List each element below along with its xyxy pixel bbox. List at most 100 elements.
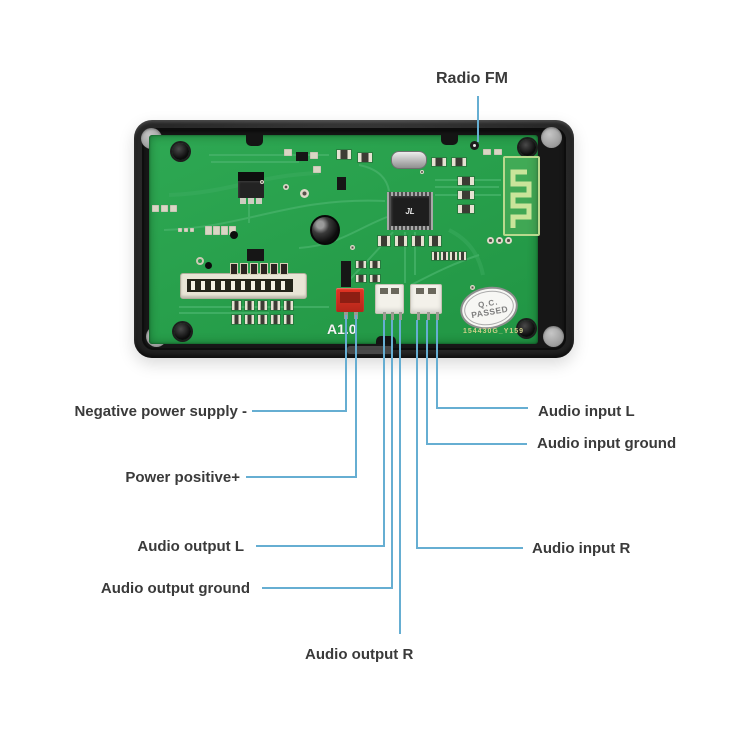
smd-component [300, 189, 309, 198]
smd-component [470, 285, 475, 290]
smd-component [337, 150, 351, 159]
smd-component [170, 205, 177, 212]
smd-component [296, 152, 308, 161]
smd-component [395, 236, 407, 246]
smd-component [487, 237, 494, 244]
pcb-screw [519, 139, 536, 156]
smd-component [370, 261, 380, 268]
crystal-oscillator [391, 151, 427, 169]
sd-card-slot [180, 273, 307, 299]
smd-component [350, 245, 355, 250]
smd-component [378, 236, 390, 246]
smd-component [452, 158, 466, 166]
smd-component [441, 252, 448, 260]
smd-component [229, 226, 236, 235]
smd-component [245, 301, 254, 310]
smd-component [458, 177, 474, 185]
smd-component [337, 177, 346, 190]
smd-component [245, 315, 254, 324]
bluetooth-antenna [503, 156, 540, 236]
smd-component [412, 236, 424, 246]
smd-component [231, 264, 237, 274]
smd-component [494, 149, 502, 155]
smd-component [205, 226, 212, 235]
screw-hole [543, 326, 564, 347]
smd-component [284, 301, 293, 310]
smd-component [459, 252, 466, 260]
smd-component [458, 205, 474, 213]
smd-component [213, 226, 220, 235]
smd-component [432, 158, 446, 166]
smd-component [258, 301, 267, 310]
smd-component [161, 205, 168, 212]
smd-component [310, 152, 318, 159]
smd-component [241, 264, 247, 274]
screw-hole [541, 127, 562, 148]
smd-component [458, 191, 474, 199]
smd-component [247, 249, 264, 261]
label-power-positive: Power positive+ [125, 469, 240, 486]
serial-number-silkscreen: 154430G_Y159 [463, 328, 525, 335]
smd-component [260, 180, 264, 184]
smd-component [251, 264, 257, 274]
smd-component [483, 149, 491, 155]
electrolytic-capacitor [310, 215, 340, 245]
green-pcb: JL Q.C. [149, 135, 540, 344]
case-clip [246, 135, 263, 146]
fm-antenna-pad [470, 141, 479, 150]
smd-component [232, 301, 241, 310]
label-audio-output-l: Audio output L [137, 538, 244, 555]
power-connector-red [336, 288, 364, 319]
case-bottom-notch [347, 346, 393, 354]
smd-component [356, 261, 366, 268]
smd-component [221, 226, 228, 235]
smd-component [258, 315, 267, 324]
case-clip [376, 336, 396, 344]
smd-component [230, 231, 238, 239]
line-audio-input-l [436, 320, 528, 409]
line-negative-power [252, 315, 347, 412]
smd-component [505, 237, 512, 244]
line-audio-output-l [256, 320, 385, 547]
smd-component [152, 205, 159, 212]
pcb-traces [163, 154, 501, 314]
smd-component [358, 153, 372, 162]
smd-component [271, 264, 277, 274]
version-silkscreen: A1.0 [327, 321, 357, 337]
smd-component [261, 264, 267, 274]
smd-component [356, 275, 366, 282]
antenna-meander-trace [510, 169, 532, 228]
smd-component [205, 262, 212, 269]
smd-component [432, 252, 439, 260]
pcb-screw [518, 320, 535, 337]
voltage-regulator-chip [238, 172, 264, 204]
chip-logo: JL [391, 196, 429, 226]
audio-output-connector [375, 284, 404, 320]
smd-component [284, 149, 292, 156]
line-power-positive [246, 315, 357, 478]
main-decoder-chip: JL [387, 192, 433, 230]
line-audio-output-ground [262, 320, 393, 589]
smd-component [496, 237, 503, 244]
smd-component [190, 228, 194, 232]
label-audio-input-l: Audio input L [538, 403, 635, 420]
label-audio-input-ground: Audio input ground [537, 435, 677, 452]
smd-component [429, 236, 441, 246]
smd-component [178, 228, 182, 232]
line-audio-input-r [416, 320, 523, 549]
smd-component [184, 228, 188, 232]
pcb-screw [174, 323, 191, 340]
label-audio-output-r: Audio output R [305, 646, 414, 663]
label-audio-output-ground: Audio output ground [100, 580, 250, 597]
smd-component [370, 275, 380, 282]
smd-component [313, 166, 321, 173]
line-audio-input-ground [426, 320, 527, 445]
smd-component [420, 170, 424, 174]
smd-component [341, 261, 351, 287]
smd-component [450, 252, 457, 260]
smd-component [284, 315, 293, 324]
label-radio-fm: Radio FM [436, 70, 508, 87]
audio-input-connector [410, 284, 442, 320]
